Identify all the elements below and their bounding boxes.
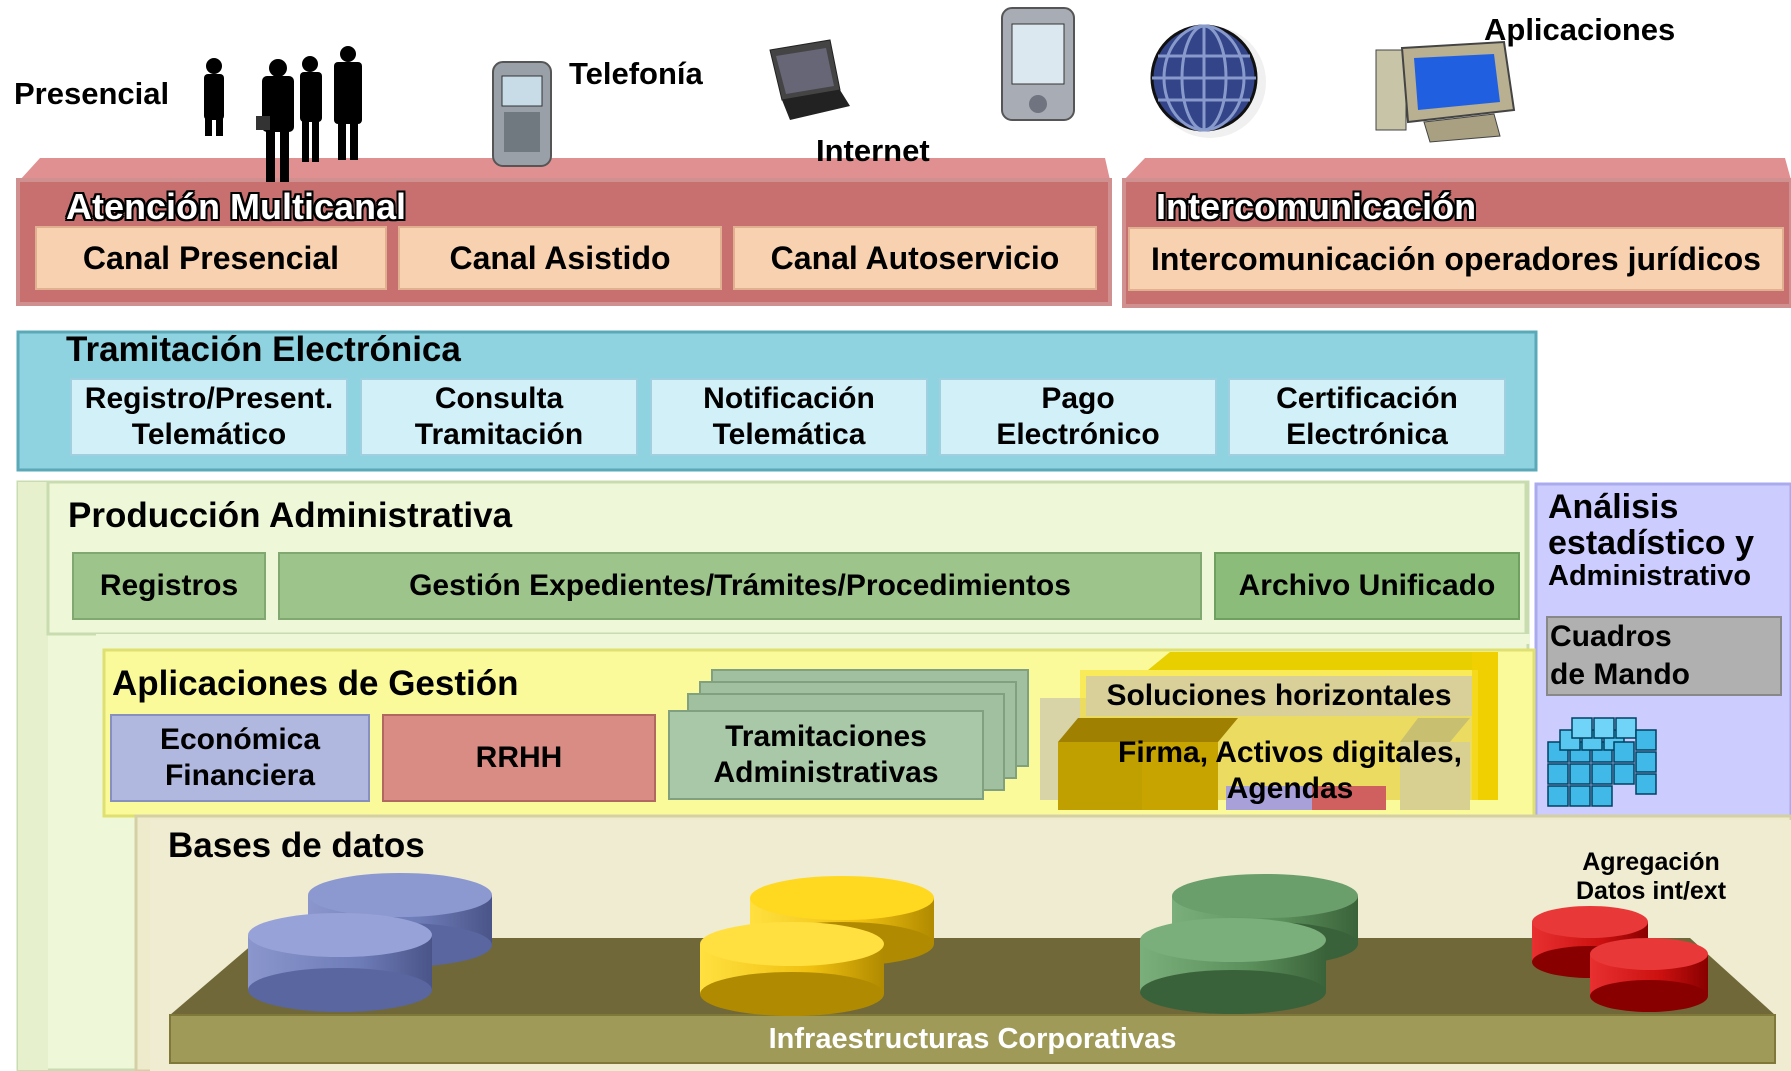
pago-line1: Pago [1041,382,1115,415]
globe-icon [1150,24,1266,138]
mobile-phone-icon [492,61,552,167]
database-cylinder-red [1532,906,1708,1012]
pago-line2: Electrónico [996,418,1160,451]
consulta-line1: Consulta [434,382,564,415]
aplicaciones-label: Aplicaciones [1484,12,1676,47]
analisis-title: Análisis estadístico y Administrativo [1548,488,1754,593]
firma-line1: Firma, Activos digitales, [1118,736,1462,769]
notificacion-line1: Notificación [703,382,875,415]
analisis-line3: Administrativo [1548,560,1752,593]
notificacion-line2: Telemática [712,418,866,451]
economica-financiera-box: Económica Financiera [110,714,370,802]
tramitaciones-line1: Tramitaciones [725,720,927,753]
pago-electronico-box: Pago Electrónico [939,378,1217,456]
agregacion-line1: Agregación [1582,848,1720,876]
desktop-computer-icon [1375,40,1516,143]
registros-box: Registros [72,552,266,620]
cube-icon [1547,717,1657,807]
analisis-line2: estadístico y [1548,523,1754,562]
agregacion-line2: Datos int/ext [1576,876,1727,905]
intercom-operadores-box: Intercomunicación operadores jurídicos [1128,227,1784,291]
agregacion-label: Agregación Datos int/ext [1576,848,1726,906]
certificacion-line2: Electrónica [1286,418,1448,451]
produccion-title: Producción Administrativa [68,496,513,535]
canal-presencial-box: Canal Presencial [35,226,387,290]
gestion-expedientes-box: Gestión Expedientes/Trámites/Procedimien… [278,552,1202,620]
economica-line2: Financiera [164,759,316,792]
consulta-line2: Tramitación [414,418,584,451]
atencion-title: Atención Multicanal [66,186,407,227]
tramitaciones-administrativas-box: Tramitaciones Administrativas [668,710,984,800]
database-cylinder-green [1140,874,1358,1014]
registro-line2: Telemático [131,418,287,451]
canal-autoservicio-box: Canal Autoservicio [733,226,1097,290]
intercom-title: Intercomunicación [1156,186,1477,227]
soluciones-horizontales-label: Soluciones horizontales [1086,676,1472,716]
archivo-unificado-box: Archivo Unificado [1214,552,1520,620]
soluciones-blocks [1058,718,1470,810]
certificacion-electronica-box: Certificación Electrónica [1228,378,1506,456]
internet-label: Internet [816,133,930,168]
presencial-label: Presencial [14,76,170,111]
cuadros-line2: de Mando [1550,657,1690,691]
people-icon [204,46,362,182]
database-cylinder-blue [248,873,492,1012]
registro-telematico-box: Registro/Present. Telemático [70,378,348,456]
laptop-icon [769,39,850,120]
firma-line2: Agendas [1226,772,1354,805]
tramitaciones-line2: Administrativas [713,756,939,789]
cuadros-de-mando-box: Cuadros de Mando [1546,616,1782,696]
pda-icon [1001,7,1075,121]
canal-asistido-box: Canal Asistido [398,226,722,290]
registro-line1: Registro/Present. [84,382,334,415]
analisis-line1: Análisis [1548,488,1679,526]
telefonia-label: Telefonía [569,56,703,91]
economica-line1: Económica [159,723,321,756]
infraestructuras-label: Infraestructuras Corporativas [768,1022,1177,1055]
notificacion-telematica-box: Notificación Telemática [650,378,928,456]
aplicaciones-title: Aplicaciones de Gestión [112,664,519,703]
database-cylinder-yellow [700,876,934,1016]
consulta-tramitacion-box: Consulta Tramitación [360,378,638,456]
tramitacion-title: Tramitación Electrónica [66,330,461,369]
firma-activos-agendas-label: Firma, Activos digitales, Agendas [1090,732,1490,810]
rrhh-box: RRHH [382,714,656,802]
certificacion-line1: Certificación [1276,382,1458,415]
cuadros-line1: Cuadros [1550,620,1672,653]
bases-title: Bases de datos [168,826,425,865]
